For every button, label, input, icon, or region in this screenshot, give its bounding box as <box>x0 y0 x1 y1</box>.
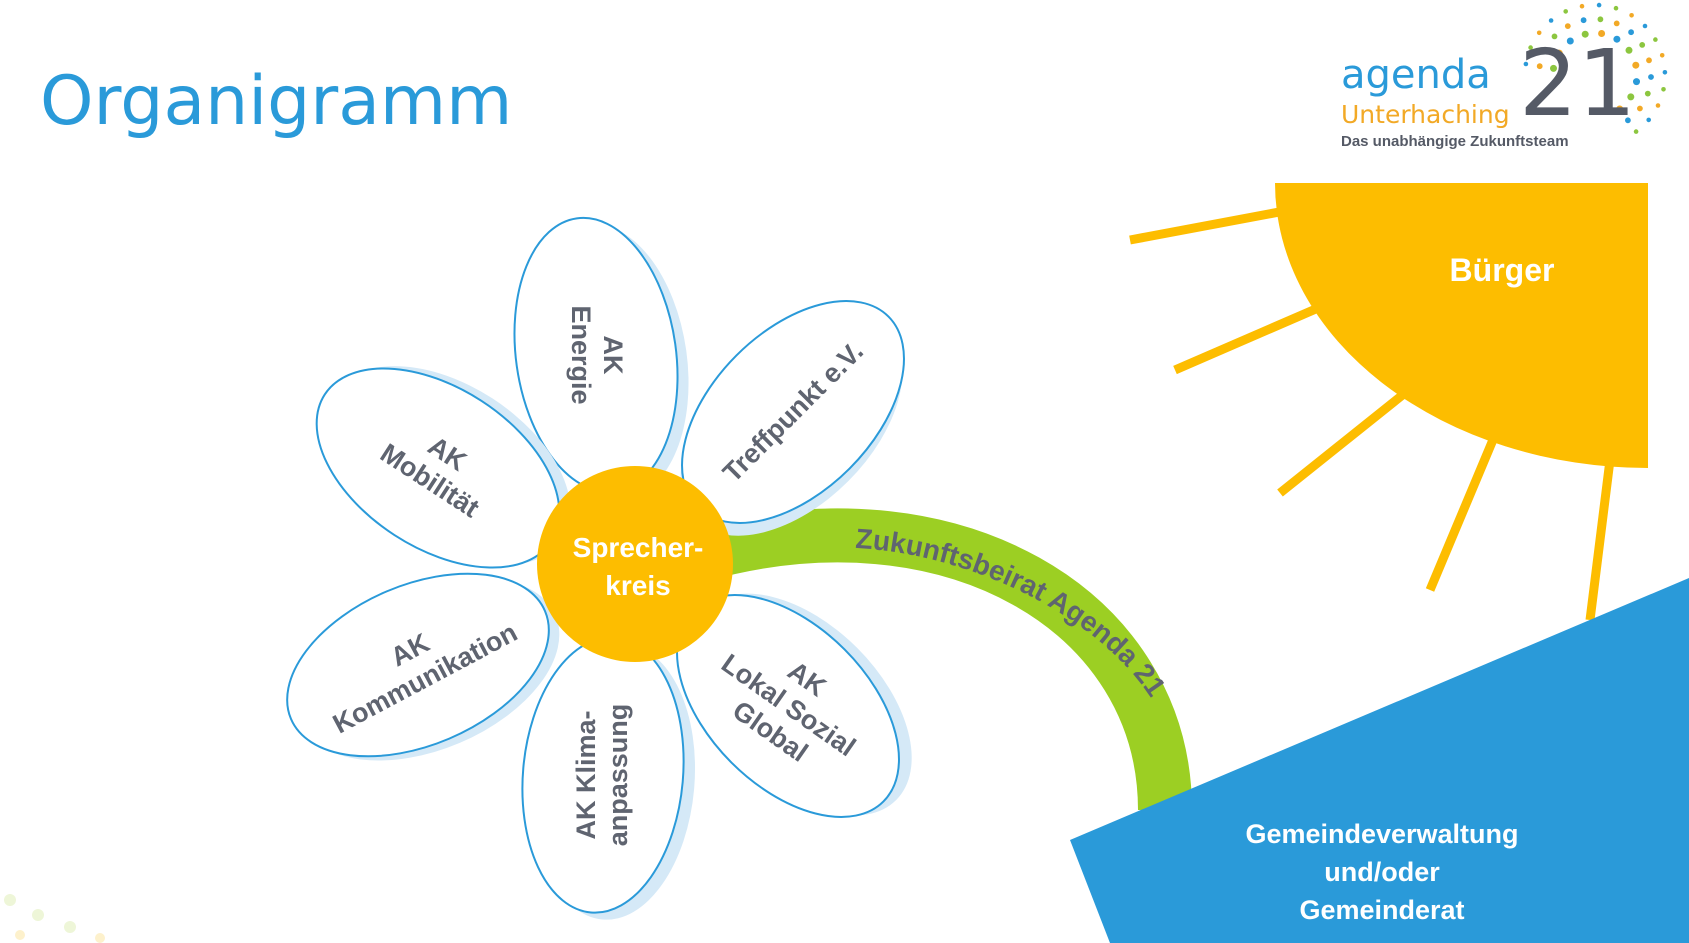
sun-disc <box>1275 183 1648 468</box>
center-label-line1: Sprecher- <box>573 532 704 563</box>
page-title: Organigramm <box>40 62 513 141</box>
petal-ak-klimaanpassung: AK Klima- anpassung <box>521 636 696 920</box>
logo-dot <box>1564 23 1571 29</box>
logo-brand: agenda <box>1341 52 1491 98</box>
sun: Bürger <box>1129 183 1648 621</box>
sun-ray <box>1425 433 1500 592</box>
center-label-line2: kreis <box>605 570 670 601</box>
logo-dots-icon <box>1523 2 1668 134</box>
logo-number: 21 <box>1519 30 1637 137</box>
logo-dot <box>1613 35 1621 43</box>
logo-dot <box>1580 17 1587 24</box>
logo-dot <box>1661 87 1666 92</box>
sun-ray <box>1277 381 1418 497</box>
logo-dot <box>1523 61 1529 67</box>
flower-center: Sprecher- kreis <box>537 466 733 662</box>
logo-dot <box>1541 47 1548 54</box>
logo-dot <box>1648 74 1654 80</box>
logo-dot <box>1616 105 1624 113</box>
sun-ray <box>1585 459 1615 621</box>
logo-dot <box>1566 37 1574 45</box>
logo-dot <box>1646 117 1651 123</box>
petal-ak-energie: AK Energie <box>513 216 689 499</box>
logo-dot <box>1627 93 1635 101</box>
petal-ak-mobilitaet: AK Mobilität <box>315 366 571 569</box>
logo-dot <box>1637 105 1643 112</box>
petal-label-line2: anpassung <box>603 704 633 847</box>
petal-label-line2: Energie <box>566 305 596 404</box>
logo-tagline: Das unabhängige Zukunftsteam <box>1341 133 1569 150</box>
petal-label-line1: AK Klima- <box>571 710 601 839</box>
logo-dot <box>1642 23 1648 29</box>
logo-dot <box>1581 30 1589 38</box>
agenda21-logo: agenda Unterhaching 21 Das unabhängige Z… <box>1335 0 1675 160</box>
logo-dot <box>1548 18 1554 23</box>
ground: Gemeindeverwaltung und/oder Gemeinderat <box>1070 578 1689 943</box>
petal-treffpunkt: Treffpunkt e.V. <box>680 300 905 536</box>
ground-label-line2: und/oder <box>1324 857 1440 887</box>
logo-dot <box>1625 46 1633 54</box>
logo-dot <box>1536 63 1543 70</box>
logo-dot <box>1555 49 1563 57</box>
logo-dot <box>1639 42 1646 48</box>
corner-dots-icon <box>4 894 105 943</box>
logo-dot <box>1633 129 1639 134</box>
sun-label: Bürger <box>1450 252 1555 288</box>
logo-dot <box>1629 13 1634 18</box>
petal-ak-lokal-sozial-global: AK Lokal Sozial Global <box>676 593 912 818</box>
logo-dot <box>1646 57 1652 64</box>
logo-dot <box>1579 3 1585 9</box>
petal-ak-kommunikation: AK Kommunikation <box>286 572 560 761</box>
logo-dot <box>1613 20 1620 27</box>
logo-dot <box>1613 5 1619 11</box>
logo-dot <box>1598 30 1606 37</box>
ground-label-line1: Gemeindeverwaltung <box>1245 819 1518 849</box>
logo-place: Unterhaching <box>1341 100 1510 129</box>
logo-dot <box>1625 117 1631 124</box>
petal-label-line1: AK <box>598 336 628 375</box>
logo-dot <box>1632 61 1640 69</box>
logo-dot <box>1659 53 1665 58</box>
logo-dot <box>1655 103 1661 108</box>
flower: AK Energie Treffpunkt e.V. AK Lokal Sozi… <box>286 216 912 920</box>
logo-dot <box>1653 37 1658 42</box>
ground-label-line3: Gemeinderat <box>1299 895 1464 925</box>
logo-dot <box>1550 64 1557 72</box>
logo-dot <box>1536 30 1542 36</box>
logo-dot <box>1596 2 1602 8</box>
sun-ray <box>1129 205 1291 245</box>
logo-dot <box>1563 9 1568 14</box>
logo-dot <box>1628 29 1634 36</box>
logo-dot <box>1644 90 1651 97</box>
logo-dot <box>1551 33 1558 40</box>
logo-dot <box>1662 70 1668 75</box>
logo-dot <box>1633 78 1640 86</box>
logo-dot <box>1528 45 1533 50</box>
sun-ray <box>1173 300 1327 375</box>
logo-dot <box>1597 16 1604 23</box>
